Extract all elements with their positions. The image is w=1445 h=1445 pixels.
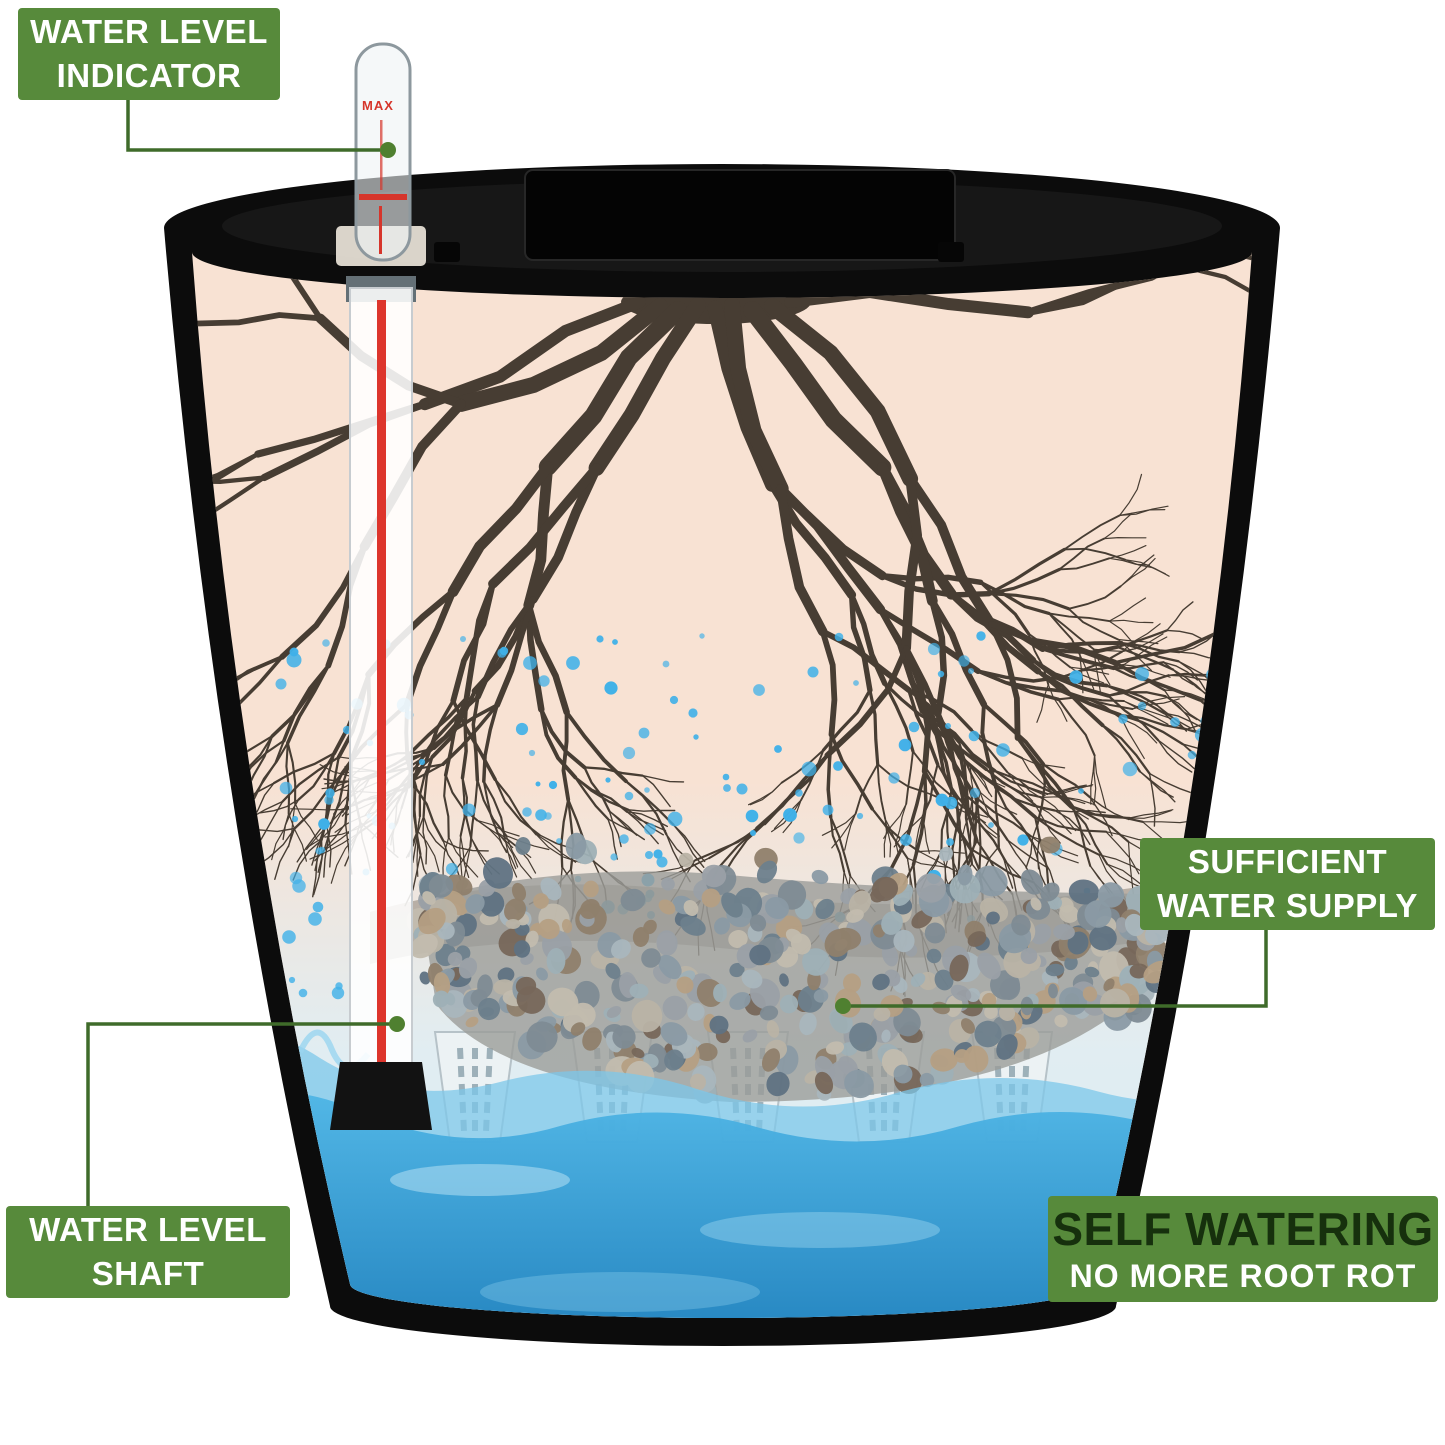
label-line: SHAFT <box>91 1255 205 1292</box>
label-water-level-indicator: WATER LEVEL INDICATOR <box>18 8 280 100</box>
label-self-watering: SELF WATERING NO MORE ROOT ROT <box>1048 1196 1438 1302</box>
dot-indicator <box>380 142 396 158</box>
rim-notch-right <box>938 242 964 262</box>
connector-shaft <box>86 1022 390 1206</box>
dot-shaft <box>389 1016 405 1032</box>
gravel-layer <box>406 832 1174 1104</box>
rim-notch-left <box>434 242 460 262</box>
connector-supply <box>850 930 1268 1008</box>
label-water-level-shaft: WATER LEVEL SHAFT <box>6 1206 290 1298</box>
label-line: WATER LEVEL <box>29 1211 267 1248</box>
label-line: WATER LEVEL <box>30 13 268 50</box>
label-sufficient-water-supply: SUFFICIENT WATER SUPPLY <box>1140 838 1435 930</box>
inner-pot-opening <box>524 169 956 261</box>
self-watering-title: SELF WATERING <box>1052 1203 1434 1255</box>
label-line: INDICATOR <box>56 57 242 94</box>
water-level-shaft <box>330 276 432 1130</box>
self-watering-subtitle: NO MORE ROOT ROT <box>1069 1258 1417 1294</box>
label-line: SUFFICIENT <box>1187 843 1388 880</box>
label-line: WATER SUPPLY <box>1157 887 1418 924</box>
callout-connectors <box>86 96 1268 1206</box>
shaft-bottom-cap <box>330 1062 432 1130</box>
dot-supply <box>835 998 851 1014</box>
callout-dots <box>380 142 851 1032</box>
indicator-max-label: MAX <box>362 98 394 113</box>
connector-indicator <box>126 96 380 152</box>
